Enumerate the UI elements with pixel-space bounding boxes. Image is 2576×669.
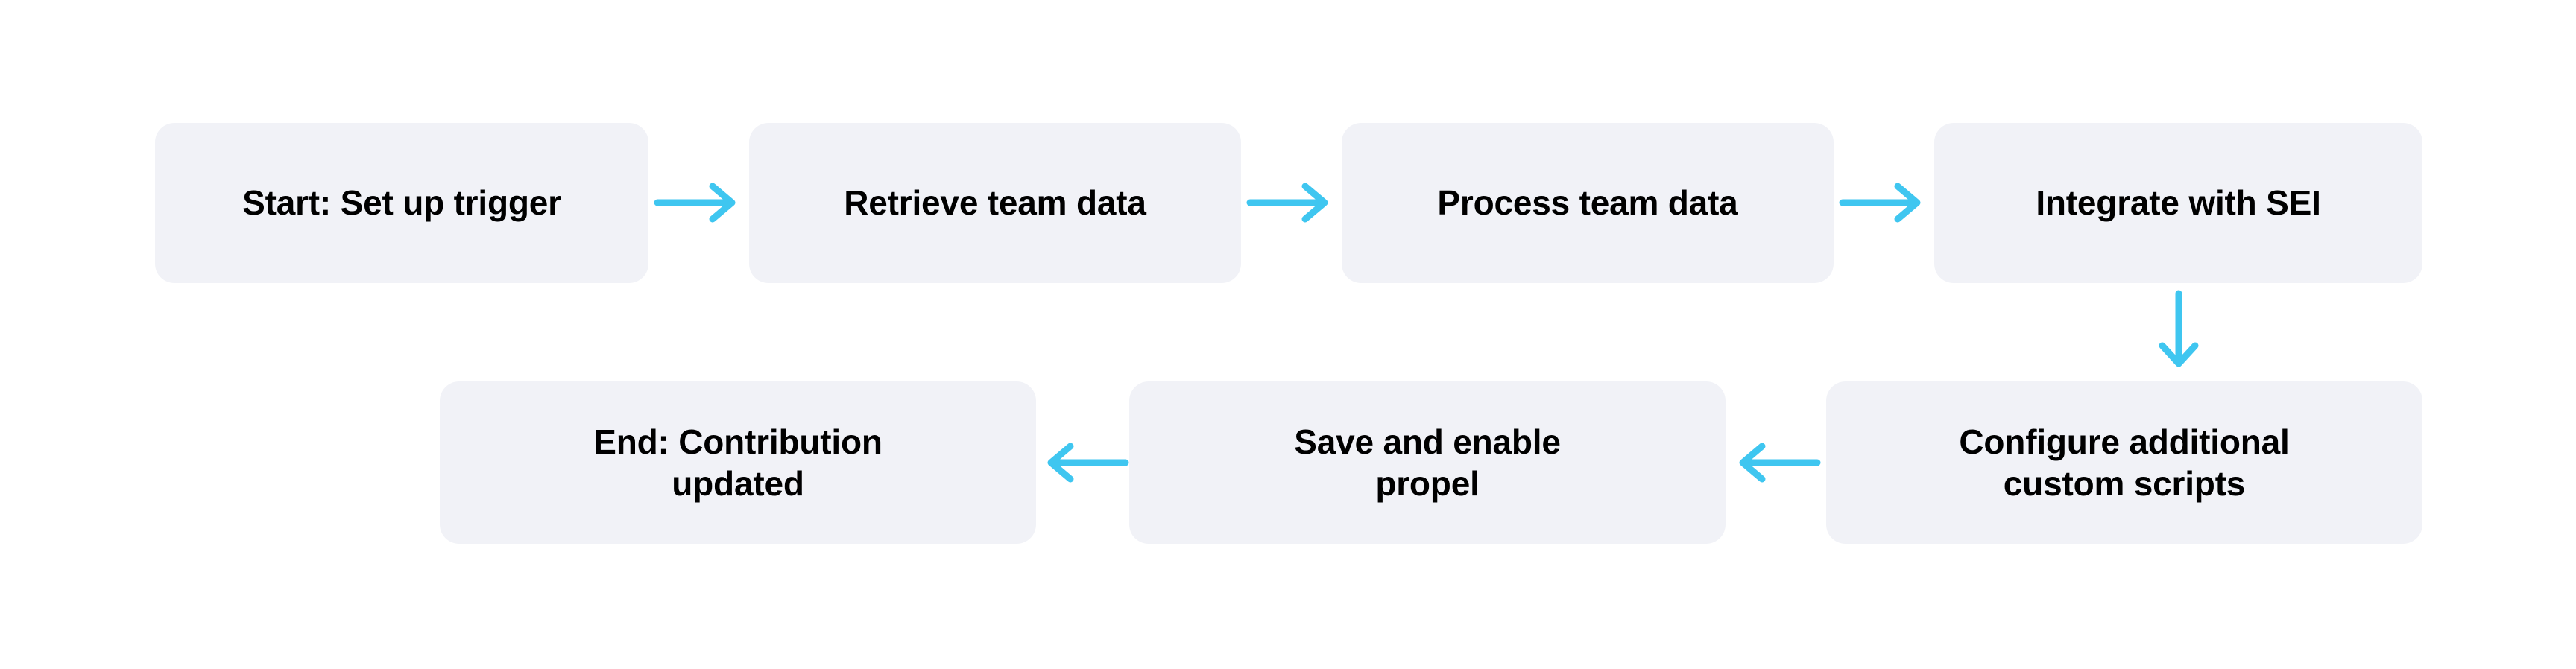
arrow-left-icon [1734,439,1822,486]
flow-node-save-and-enable-propel[interactable]: Save and enable propel [1129,381,1726,544]
arrow-right-icon [653,179,741,226]
flow-node-configure-custom-scripts[interactable]: Configure additional custom scripts [1826,381,2422,544]
flow-node-label: Process team data [1437,183,1738,223]
flow-node-label: Retrieve team data [844,183,1146,223]
flow-node-label: End: Contribution updated [593,422,883,503]
flow-node-integrate-with-sei[interactable]: Integrate with SEI [1934,123,2422,283]
flow-node-start[interactable]: Start: Set up trigger [155,123,648,283]
flow-node-label: Save and enable propel [1294,422,1561,503]
flow-node-label: Configure additional custom scripts [1959,422,2290,503]
arrow-right-icon [1838,179,1926,226]
flow-node-label: Integrate with SEI [2036,183,2321,223]
flow-node-retrieve-team-data[interactable]: Retrieve team data [749,123,1241,283]
arrow-left-icon [1042,439,1130,486]
flow-node-end-contribution-updated[interactable]: End: Contribution updated [440,381,1036,544]
arrow-right-icon [1246,179,1333,226]
flow-node-label: Start: Set up trigger [242,183,561,223]
arrow-down-icon [2155,289,2203,372]
flow-node-process-team-data[interactable]: Process team data [1342,123,1834,283]
